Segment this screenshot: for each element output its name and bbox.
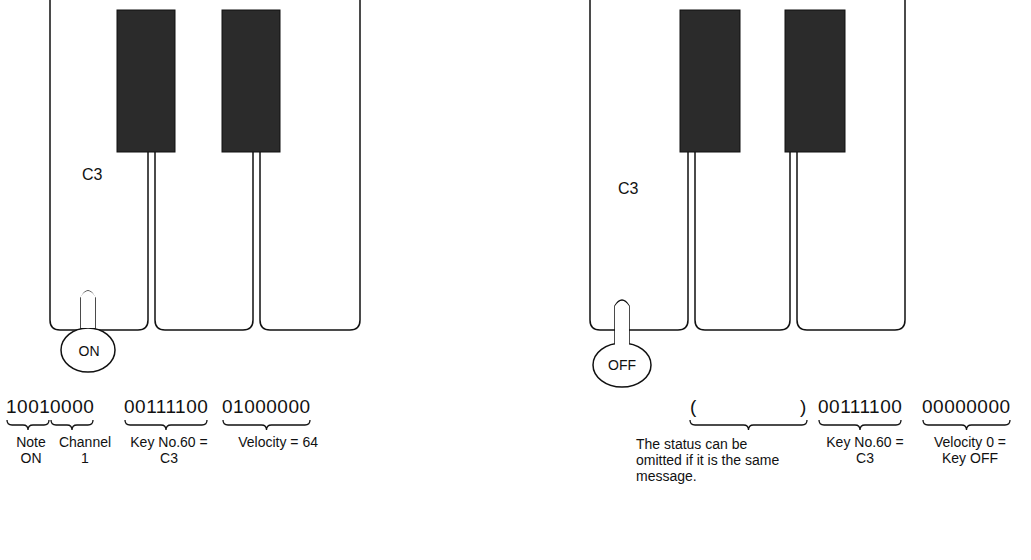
white-key xyxy=(590,0,688,330)
channel-bits: 0000 xyxy=(50,396,94,418)
black-key xyxy=(680,10,740,152)
status-bits: 1001 xyxy=(6,396,50,418)
key-name: C3 xyxy=(618,180,638,198)
white-key-region: C3 xyxy=(590,0,688,330)
bracket-symbol: ) xyxy=(800,396,807,418)
finger-fill xyxy=(81,291,95,328)
curly-brace xyxy=(819,420,901,430)
note-text: The status can be omitted if it is the s… xyxy=(636,436,796,484)
black-key xyxy=(785,10,845,152)
data-byte: 01000000 xyxy=(222,396,311,418)
white-key-region: C3 xyxy=(50,0,148,330)
white-key xyxy=(695,152,790,330)
key-name: C3 xyxy=(82,166,102,184)
data-byte: 00111100 xyxy=(818,396,902,418)
hand-outline xyxy=(593,343,651,387)
black-key xyxy=(222,10,280,152)
finger-fill xyxy=(615,301,629,345)
hand-label: ON xyxy=(76,343,102,359)
curly-brace xyxy=(923,420,1010,430)
curly-brace xyxy=(51,420,93,430)
field-label: Note ON xyxy=(8,434,54,466)
data-byte: 00111100 xyxy=(124,396,208,418)
black-key xyxy=(117,10,175,152)
field-label: Key No.60 = C3 xyxy=(822,434,908,466)
hand-label: OFF xyxy=(604,357,640,373)
white-key xyxy=(155,152,253,330)
curly-brace xyxy=(223,420,310,430)
hand-outline xyxy=(61,328,115,372)
pressing-finger xyxy=(81,291,95,330)
field-label: Key No.60 = C3 xyxy=(126,434,212,466)
bracket-symbol: ( xyxy=(690,396,697,418)
curly-brace xyxy=(125,420,207,430)
field-label: Velocity = 64 xyxy=(236,434,318,450)
field-label: Velocity 0 = Key OFF xyxy=(922,434,1018,466)
curly-brace xyxy=(7,420,49,430)
data-byte: 00000000 xyxy=(922,396,1011,418)
field-label: Channel 1 xyxy=(54,434,116,466)
curly-brace xyxy=(690,420,807,430)
